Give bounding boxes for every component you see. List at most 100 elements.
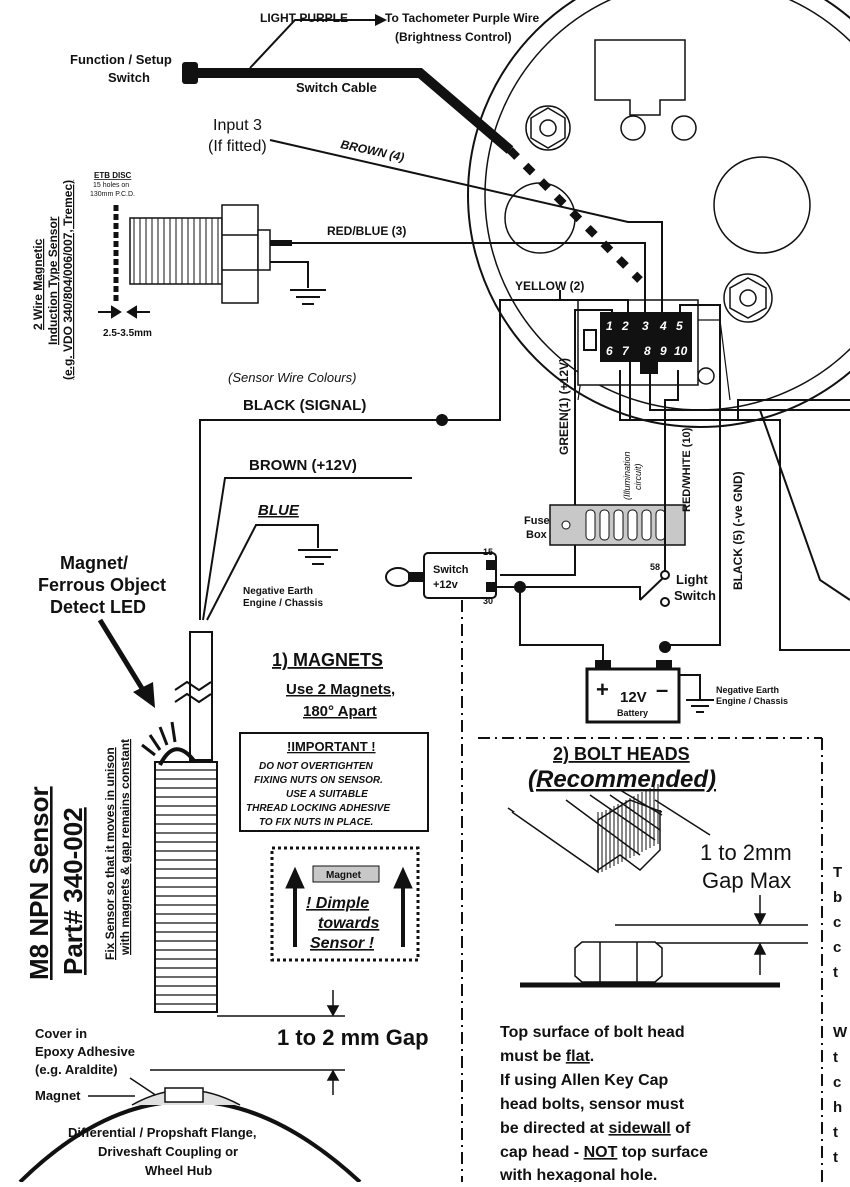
tacho-label: To Tachometer Purple Wire bbox=[385, 11, 539, 25]
etb-holes-label: 15 holes on bbox=[93, 182, 129, 189]
battery-earth-label: Negative Earth bbox=[716, 685, 779, 695]
tacho-label-2: (Brightness Control) bbox=[395, 30, 512, 44]
magnets-sub2: 180° Apart bbox=[303, 703, 377, 720]
gap-arrows bbox=[98, 305, 150, 319]
pin-label: 6 bbox=[606, 344, 613, 358]
switch-cable-label: Switch Cable bbox=[296, 80, 377, 95]
green-1-wire bbox=[500, 309, 613, 576]
black5-label: BLACK (5) (-ve GND) bbox=[731, 471, 745, 590]
svg-text:t: t bbox=[833, 1049, 838, 1066]
dimple-arrows bbox=[285, 866, 413, 947]
light-purple-label: LIGHT PURPLE bbox=[260, 11, 348, 25]
battery-earth-label-2: Engine / Chassis bbox=[716, 696, 788, 706]
fuse-box-label: Fuse bbox=[524, 515, 550, 527]
svg-text:c: c bbox=[833, 1074, 841, 1091]
svg-text:with magnets & gap remains con: with magnets & gap remains constant bbox=[118, 739, 132, 956]
function-switch-label: Function / Setup bbox=[70, 52, 172, 67]
magnetic-sensor bbox=[129, 204, 271, 304]
important-line4: THREAD LOCKING ADHESIVE bbox=[246, 803, 390, 814]
pin-label: 7 bbox=[622, 344, 630, 358]
battery-minus: – bbox=[656, 677, 668, 702]
svg-text:must be flat.: must be flat. bbox=[500, 1048, 594, 1065]
svg-text:t: t bbox=[833, 1124, 838, 1141]
svg-text:with hexagonal hole.: with hexagonal hole. bbox=[499, 1167, 657, 1182]
junction-dot bbox=[514, 581, 526, 593]
pin-label: 8 bbox=[644, 344, 651, 358]
etb-disc-label: ETB DISC bbox=[94, 171, 132, 180]
important-line1: DO NOT OVERTIGHTEN bbox=[259, 761, 373, 772]
svg-text:T: T bbox=[833, 864, 842, 881]
light-switch-label-2: Switch bbox=[674, 588, 716, 603]
led-pointer-arrow bbox=[97, 618, 155, 708]
fuse-box bbox=[549, 504, 686, 546]
pin-label: 10 bbox=[674, 344, 688, 358]
terminal-15: 15 bbox=[483, 547, 493, 557]
battery-label: Battery bbox=[617, 708, 648, 718]
svg-text:M8 NPN Sensor: M8 NPN Sensor bbox=[24, 786, 54, 980]
sensor-ground-wire bbox=[270, 261, 309, 288]
bolt-heads-title: 2) BOLT HEADS bbox=[553, 744, 690, 764]
svg-text:b: b bbox=[833, 889, 842, 906]
neg-earth-label: Negative Earth bbox=[243, 586, 313, 597]
pin-label: 3 bbox=[642, 319, 649, 333]
magnetic-sensor-vertical-title: 2 Wire Magnetic Induction Type Sensor (e… bbox=[31, 180, 75, 380]
brown-4-wire bbox=[269, 139, 663, 320]
important-box bbox=[239, 732, 429, 832]
svg-text:Induction Type Sensor: Induction Type Sensor bbox=[46, 216, 60, 345]
flange bbox=[18, 1087, 362, 1184]
gap-label: 1 to 2 mm Gap bbox=[277, 1025, 429, 1050]
dimple-line1: ! Dimple bbox=[306, 895, 369, 912]
redblue3-label: RED/BLUE (3) bbox=[327, 224, 406, 238]
pin-label: 2 bbox=[621, 319, 629, 333]
ignition-switch-label-2: +12v bbox=[433, 579, 459, 591]
svg-text:If using Allen Key Cap: If using Allen Key Cap bbox=[500, 1072, 669, 1089]
important-line3: USE A SUITABLE bbox=[286, 789, 368, 800]
connector-pins-bottom: 6 7 8 9 10 bbox=[606, 344, 688, 358]
gap-label: 2.5-3.5mm bbox=[103, 328, 152, 339]
led-label-3: Detect LED bbox=[50, 597, 146, 617]
svg-text:t: t bbox=[833, 964, 838, 981]
svg-text:c: c bbox=[833, 939, 841, 956]
neg-earth-label-2: Engine / Chassis bbox=[243, 598, 323, 609]
flange-label: Differential / Propshaft Flange, bbox=[68, 1125, 257, 1140]
off-page-wires bbox=[619, 360, 850, 651]
function-switch-label-2: Switch bbox=[108, 70, 150, 85]
bolt-text: Top surface of bolt head must be flat. I… bbox=[499, 1024, 708, 1184]
flange-label-3: Wheel Hub bbox=[145, 1163, 212, 1178]
battery-voltage: 12V bbox=[620, 689, 647, 706]
dimple-line3: Sensor ! bbox=[310, 935, 375, 952]
illumination-label: (Illumination bbox=[622, 451, 632, 500]
ignition-switch bbox=[385, 552, 497, 599]
illumination-label-2: circuit) bbox=[633, 463, 643, 490]
bolt-sensor bbox=[507, 784, 663, 874]
svg-text:W: W bbox=[833, 1024, 848, 1041]
section-dividers bbox=[461, 600, 823, 1182]
bolt-pointer bbox=[654, 799, 711, 836]
svg-text:cap head - NOT top surface: cap head - NOT top surface bbox=[500, 1144, 708, 1161]
blue-label: BLUE bbox=[258, 502, 300, 519]
battery bbox=[585, 660, 681, 724]
svg-text:be directed at sidewall of: be directed at sidewall of bbox=[500, 1120, 691, 1137]
dimple-line2: towards bbox=[318, 915, 379, 932]
right-edge-text: T b c c t W t c h t t bbox=[833, 864, 848, 1166]
redblue-3-wire bbox=[290, 242, 646, 320]
battery-ground-wire bbox=[679, 674, 701, 700]
svg-text:(e.g. VDO 340/804/006/007, Tre: (e.g. VDO 340/804/006/007, Tremec) bbox=[61, 180, 75, 380]
led-label: Magnet/ bbox=[60, 553, 128, 573]
npn-title: M8 NPN Sensor Part# 340-002 Fix Sensor s… bbox=[24, 739, 132, 980]
yellow-2-wire bbox=[559, 290, 629, 320]
svg-text:2 Wire Magnetic: 2 Wire Magnetic bbox=[31, 238, 45, 330]
flange-label-2: Driveshaft Coupling or bbox=[98, 1144, 238, 1159]
important-title: !IMPORTANT ! bbox=[287, 739, 376, 754]
svg-text:Part# 340-002: Part# 340-002 bbox=[58, 807, 88, 975]
battery-plus: + bbox=[596, 677, 609, 702]
switch-cable bbox=[182, 14, 643, 283]
input3-label-2: (If fitted) bbox=[208, 138, 267, 155]
junction-dot bbox=[436, 414, 448, 426]
sensor-wires bbox=[199, 299, 560, 621]
led-rays-icon bbox=[141, 721, 177, 757]
important-line2: FIXING NUTS ON SENSOR. bbox=[254, 775, 383, 786]
svg-text:Fix Sensor so that it moves in: Fix Sensor so that it moves in unison bbox=[103, 747, 117, 960]
gap-indicator bbox=[150, 990, 345, 1095]
